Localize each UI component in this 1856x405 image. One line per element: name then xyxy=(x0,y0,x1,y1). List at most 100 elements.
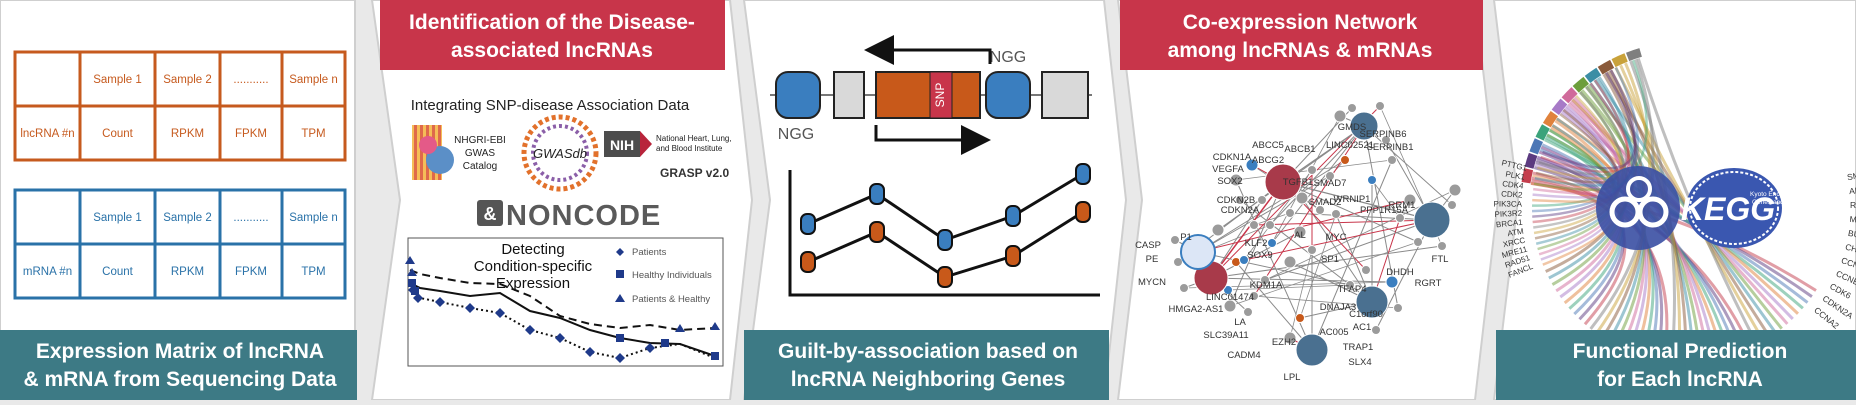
network-hub-node xyxy=(1180,234,1216,270)
noncode-logo: & NONCODE xyxy=(477,200,660,232)
network-hub-node xyxy=(1355,285,1389,319)
nih-label: NIH xyxy=(610,137,634,153)
network-edge xyxy=(1210,277,1393,283)
ngg-gene-left xyxy=(775,71,821,119)
chord-arc xyxy=(1551,98,1568,115)
square-marker xyxy=(408,279,416,287)
grasp-label: GRASP v2.0 xyxy=(660,166,729,180)
network-node-label: FTL xyxy=(1432,254,1449,265)
network-node-label: SP1 xyxy=(1321,254,1339,265)
network-node-label: AC005 xyxy=(1319,327,1348,338)
network-node-label: CDKN2A xyxy=(1221,205,1260,216)
network-node xyxy=(1315,205,1325,215)
orange-trend-point xyxy=(1075,201,1091,223)
chord-arc xyxy=(1611,53,1628,68)
title-line-1: Identification of the Disease- xyxy=(409,11,695,34)
network-node-label: TFAP4 xyxy=(1337,284,1366,295)
diamond-marker xyxy=(435,297,445,307)
chord-arc xyxy=(1529,138,1543,155)
network-node xyxy=(1381,135,1391,145)
snp-label: SNP xyxy=(933,83,947,108)
chord-arc xyxy=(1521,168,1534,184)
chord-arc xyxy=(1535,124,1550,141)
network-node xyxy=(1223,299,1237,313)
network-node xyxy=(1249,291,1259,301)
svg-text:&: & xyxy=(484,204,497,224)
network-node xyxy=(1243,307,1253,317)
network-edge xyxy=(1363,125,1453,206)
chord-gene-label: BUB1 xyxy=(1847,228,1856,242)
diamond-marker xyxy=(585,347,595,357)
network-node xyxy=(1345,280,1355,290)
chord-gene-label: CDK2 xyxy=(1501,189,1523,199)
panel-disease-lncrna: Identification of the Disease- associate… xyxy=(370,0,754,401)
nhlbi-label-1: National Heart, Lung, xyxy=(656,134,732,143)
network-node xyxy=(1347,103,1357,113)
legend-healthy: Healthy Individuals xyxy=(632,270,712,281)
network-node-label: TGFB1 xyxy=(1283,177,1314,188)
mrna-table-cell-text: Count xyxy=(102,266,133,278)
panel-coexpression-network: Co-expression Network among lncRNAs & mR… xyxy=(1116,0,1500,401)
network-node-label: AC1 xyxy=(1353,322,1371,333)
network-node xyxy=(1375,101,1385,111)
network-edge xyxy=(1227,284,1351,291)
gwasdb-label: GWASdb xyxy=(533,146,587,161)
network-edge xyxy=(1271,125,1365,244)
network-node xyxy=(1245,158,1259,172)
network-edge xyxy=(1371,179,1401,219)
nhgri-gwas-logo: NHGRI-EBI GWAS Catalog xyxy=(412,125,506,180)
network-node-label: ABCC5 xyxy=(1252,140,1284,151)
ngg-label-left: NGG xyxy=(778,126,814,143)
patients-healthy-line xyxy=(409,269,716,332)
square-marker xyxy=(661,339,669,347)
network-node xyxy=(1170,235,1180,245)
network-node-label: LA xyxy=(1234,317,1246,328)
mrna-table-cell-text: mRNA #n xyxy=(23,266,72,278)
kegg-sub-1: Kyoto Encyclopedia of xyxy=(1750,191,1815,198)
mrna-table-cell-text: Sample 1 xyxy=(93,212,142,224)
ngg-label-top: NGG xyxy=(990,49,1026,66)
title-line-2: among lncRNAs & mRNAs xyxy=(1168,39,1433,62)
blue-trend-point xyxy=(937,229,953,251)
lncrna-table-cell-text: lncRNA #n xyxy=(20,128,74,140)
network-node-label: SERPINB6 xyxy=(1360,129,1407,140)
gwasdb-logo: GWASdb xyxy=(521,114,599,192)
lncrna-table-cell xyxy=(280,50,347,108)
caption-bar xyxy=(0,330,360,400)
lncrna-table-cell-text: TPM xyxy=(301,128,325,140)
network-hub-node xyxy=(1413,201,1451,239)
lncrna-table-cell xyxy=(280,104,347,162)
chord-arc xyxy=(1542,110,1559,128)
mrna-table-cell-text: RPKM xyxy=(171,266,204,278)
network-node xyxy=(1265,220,1275,230)
chord-gene-label: PIK3R2 xyxy=(1494,209,1523,219)
network-edge xyxy=(1253,212,1291,226)
chord-arc xyxy=(1584,67,1602,83)
network-node-label: LINC02521 xyxy=(1326,140,1374,151)
network-edge xyxy=(1271,115,1341,244)
lncrna-table-cell-text: Sample 1 xyxy=(93,74,142,86)
mrna-table-cell xyxy=(153,242,222,300)
panel-guilt-by-association: SNP NGG NGG Guilt-by-association based o… xyxy=(742,0,1128,401)
title-bar xyxy=(1120,0,1483,70)
lncrna-table-cell xyxy=(13,50,82,108)
mrna-table-cell xyxy=(78,188,157,246)
mrna-table-cell-text: TPM xyxy=(301,266,325,278)
network-node xyxy=(1239,255,1249,265)
network-node-label: SLX4 xyxy=(1348,357,1371,368)
network-node-label: LINC01474 xyxy=(1206,292,1254,303)
chord-arc xyxy=(1524,152,1538,169)
network-node-label: EZH2 xyxy=(1272,337,1296,348)
network-node-label: PE xyxy=(1146,254,1159,265)
chord-gene-label: CHEK1 xyxy=(1844,242,1856,259)
title-line-1: Co-expression Network xyxy=(1183,11,1418,34)
go-logo xyxy=(1596,166,1680,250)
network-node xyxy=(1307,165,1317,175)
network-node-label: SOX9 xyxy=(1247,250,1272,261)
nhlbi-label-2: and Blood Institute xyxy=(656,144,723,153)
diamond-marker xyxy=(615,353,625,363)
diamond-marker xyxy=(525,325,535,335)
